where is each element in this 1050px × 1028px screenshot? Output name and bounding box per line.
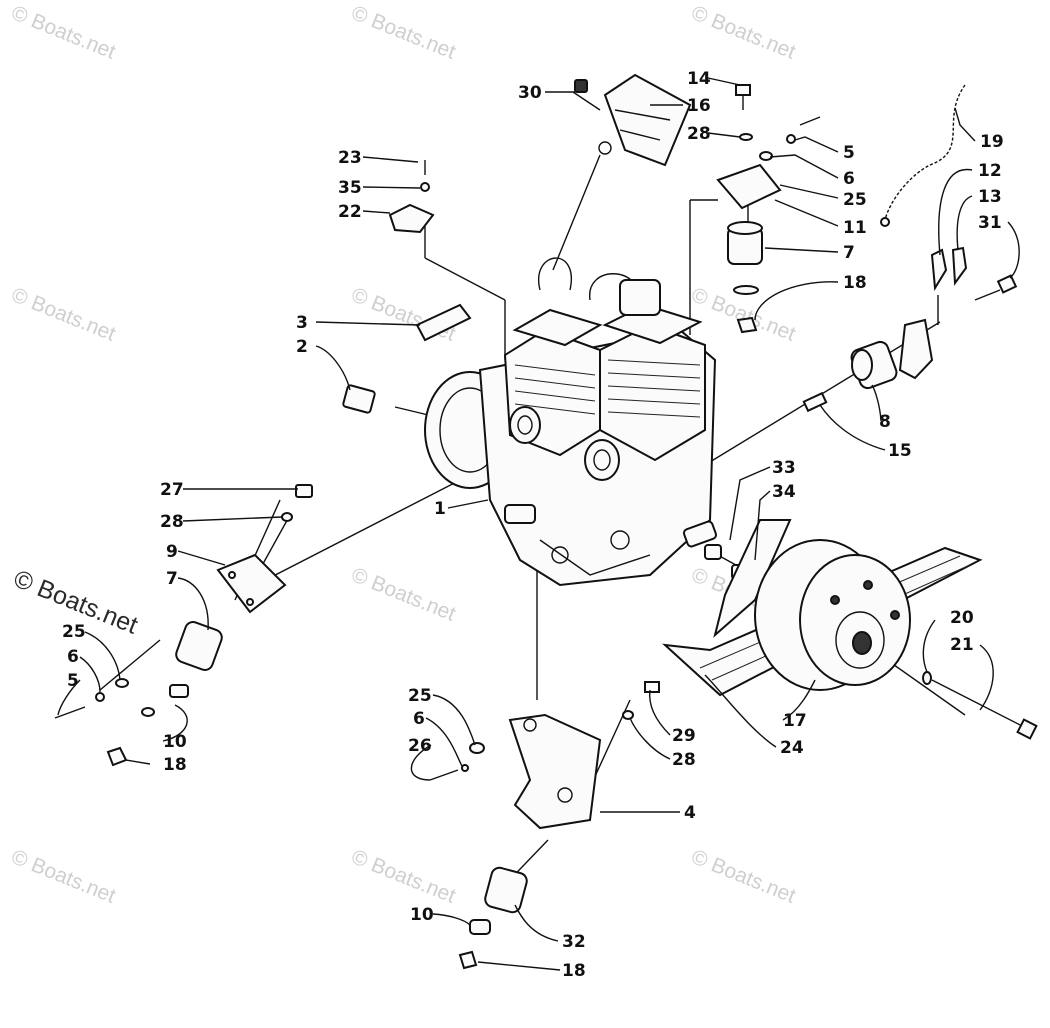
lower-left-mount [54, 484, 313, 767]
callout-7: 7 [166, 569, 178, 589]
callout-28: 28 [687, 124, 711, 144]
callout-29: 29 [672, 726, 696, 746]
part-20-washer [922, 671, 932, 685]
part-18-nut-lower [458, 950, 478, 970]
upper-right-wires [880, 84, 1018, 301]
callout-labels: 30 16 14 28 5 6 25 11 7 18 19 12 13 31 2… [62, 69, 1004, 981]
callout-32: 32 [562, 932, 586, 952]
callout-9: 9 [166, 542, 178, 562]
callout-21: 21 [950, 635, 974, 655]
callout-6: 6 [413, 709, 425, 729]
part-18-nut-left [106, 746, 128, 767]
callout-18: 18 [163, 755, 187, 775]
callout-5: 5 [843, 143, 855, 163]
watermark-text: © Boats.net [348, 845, 459, 908]
watermark-text: © Boats.net [8, 283, 119, 346]
part-11-bracket [716, 163, 782, 210]
callout-6: 6 [67, 647, 79, 667]
callout-2: 2 [296, 337, 308, 357]
watermark-text: © Boats.net [8, 845, 119, 908]
part-10-washer-lower [469, 919, 491, 935]
callout-5: 5 [67, 671, 79, 691]
watermark-text: © Boats.net [8, 1, 119, 64]
part-17-clutch [799, 554, 911, 686]
callout-20: 20 [950, 608, 974, 628]
callout-18: 18 [843, 273, 867, 293]
callout-23: 23 [338, 148, 362, 168]
part-30-clip [574, 79, 588, 93]
clutch-assembly [662, 519, 983, 697]
callout-10: 10 [163, 732, 187, 752]
part-16-cover [574, 73, 692, 167]
callout-28: 28 [672, 750, 696, 770]
callout-7: 7 [843, 243, 855, 263]
callout-11: 11 [843, 218, 867, 238]
callout-30: 30 [518, 83, 542, 103]
callout-28: 28 [160, 512, 184, 532]
part-4-mount-bracket [508, 713, 602, 830]
callout-18: 18 [562, 961, 586, 981]
callout-15: 15 [888, 441, 912, 461]
callout-16: 16 [687, 96, 711, 116]
part-10-washer-left [169, 684, 189, 698]
watermark-text: © Boats.net [348, 1, 459, 64]
callout-26: 26 [408, 736, 432, 756]
callout-35: 35 [338, 178, 362, 198]
watermark-text: © Boats.net [688, 1, 799, 64]
callout-27: 27 [160, 480, 184, 500]
crankshaft-stub [504, 504, 536, 524]
part-9-mount-plate [216, 553, 287, 614]
lower-center-mount [429, 681, 660, 970]
callout-13: 13 [978, 187, 1002, 207]
leader-lines [57, 77, 1020, 971]
mount-bracket-right [898, 318, 934, 380]
callout-6: 6 [843, 169, 855, 189]
part-32-isolator [484, 866, 528, 914]
part-33-spacer [704, 544, 722, 560]
part-21-clutch-bolt [931, 679, 1031, 731]
right-mount [802, 318, 934, 413]
callout-17: 17 [783, 711, 807, 731]
part-29-bolt [644, 681, 660, 693]
callout-25: 25 [62, 622, 86, 642]
callout-34: 34 [772, 482, 796, 502]
callout-8: 8 [879, 412, 891, 432]
clutch-sheave-fin [713, 519, 792, 638]
part-19-wire [884, 84, 966, 221]
part-18-nut-upper [736, 316, 758, 334]
callout-25: 25 [843, 190, 867, 210]
callout-10: 10 [410, 905, 434, 925]
callout-3: 3 [296, 313, 308, 333]
part-15-spring [802, 391, 828, 413]
callout-25: 25 [408, 686, 432, 706]
part-31-bolt [996, 274, 1018, 294]
part-2-block [342, 384, 376, 414]
callout-14: 14 [687, 69, 711, 89]
callout-33: 33 [772, 458, 796, 478]
watermark-text: © Boats.net [348, 563, 459, 626]
part-13-clamp [951, 246, 968, 286]
callout-1: 1 [434, 499, 446, 519]
callout-19: 19 [980, 132, 1004, 152]
callout-12: 12 [978, 161, 1002, 181]
callout-24: 24 [780, 738, 804, 758]
part-27-bolt [295, 484, 313, 498]
upper-right-mount [716, 84, 821, 334]
engine-assembly [424, 257, 718, 587]
part-22-cover [388, 160, 435, 234]
watermark-text: © Boats.net [688, 845, 799, 908]
callout-31: 31 [978, 213, 1002, 233]
cylinder-head-left [512, 308, 603, 347]
intake-port-left [509, 406, 541, 444]
exhaust-manifold [619, 279, 661, 316]
intake-port-right [584, 439, 620, 481]
part-3-plate [415, 303, 472, 342]
callout-4: 4 [684, 803, 696, 823]
part-12-clamp [930, 248, 948, 292]
part-7-isolator-lower [175, 621, 223, 671]
crankshaft-end [682, 520, 718, 548]
callout-22: 22 [338, 202, 362, 222]
